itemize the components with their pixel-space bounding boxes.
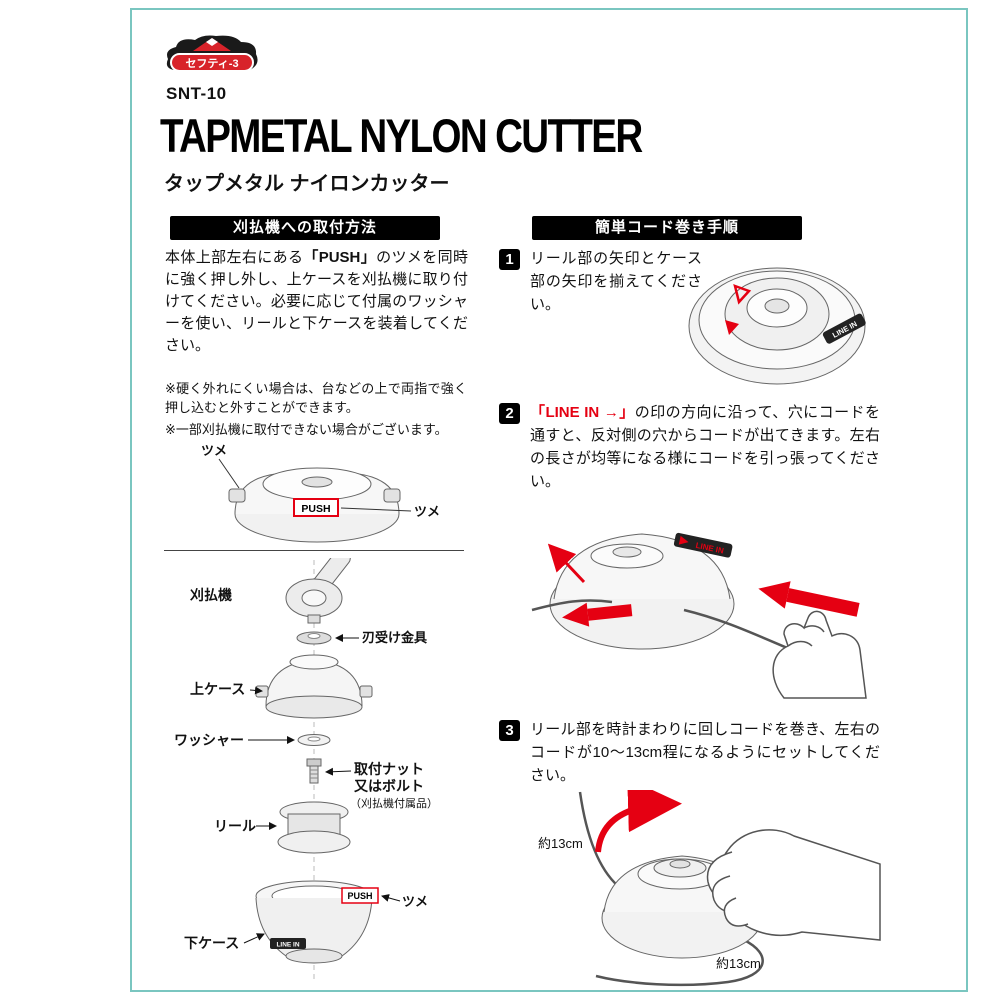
leader-line [340,507,412,512]
clockwise-rotation-arrow-icon [595,790,682,853]
cutter-head-drawing [228,467,401,543]
leader-line [218,458,240,489]
label-push: PUSH [301,503,330,515]
install-body-pre: 本体上部左右にある [165,249,304,266]
install-note-2: ※一部刈払機に取付できない場合がございます。 [165,422,448,437]
head-top-view-drawing [688,267,866,385]
case-arrow-mark-icon [725,320,739,335]
leader-arrow [249,686,263,695]
model-number: SNT-10 [166,84,227,103]
install-note-1: ※硬く外れにくい場合は、台などの上で両指で強く押し込むと外すことができます。 [165,381,467,415]
push-tab-box [341,887,379,904]
label-lower-case: 下ケース [184,935,239,951]
step-1-text: リール部の矢印とケース部の矢印を揃えてください。 [530,250,702,313]
label-reel: リール [214,818,256,834]
step-2-body: の印の方向に沿って、穴にコードを通すと、反対側の穴からコードが出てきます。左右の… [530,404,880,490]
step-3-figure: 約13cm 約13cm [538,790,881,987]
label-13cm-left: 約13cm [538,836,583,851]
step-3-number: 3 [499,720,520,741]
red-arrow-right-icon [758,581,860,617]
step-2-lead-red: 「LINE IN →」 [530,404,635,421]
step-3-text: リール部を時計まわりに回しコードを巻き、左右のコードが10〜13cm程になるよう… [530,721,880,784]
install-body-post: のツメを同時に強く押し外し、上ケースを刈払機に取り付けてください。必要に応じて付… [165,249,468,354]
head-side-view-drawing [549,533,735,650]
label-tsume-left: ツメ [201,443,227,458]
line-in-arrow-icon [678,535,689,545]
line-in-band: LINE IN [673,532,733,558]
label-tsume-lower: ツメ [402,894,428,909]
step-2-figure: LINE IN [531,532,867,699]
red-arrow-left-icon [562,602,633,627]
label-upper-case: 上ケース [190,681,245,697]
cord-left [531,599,613,612]
install-body: 本体上部左右にある「PUSH」のツメを同時に強く押し外し、上ケースを刈払機に取り… [165,247,468,357]
hand-drawing [772,610,867,699]
exploded-view-figure: 刈払機 刃受け金具 上ケース ワッシャー [174,558,438,980]
install-section-header: 刈払機への取付方法 [170,216,440,240]
leader-arrow [381,894,401,902]
washer-drawing [297,734,331,746]
brushcutter-gearhead-drawing [285,558,351,624]
label-nut-line2: 又はボルト [354,778,424,794]
label-washer: ワッシャー [174,732,244,748]
label-blade-holder: 刃受け金具 [362,630,427,645]
page-subtitle: タップメタル ナイロンカッター [164,173,450,195]
red-arrow-pull-icon [547,543,586,584]
figure-divider [164,550,464,551]
label-tsume-right: ツメ [414,504,440,519]
leader-arrow [325,767,352,776]
label-nut-line1: 取付ナット [354,761,424,777]
reel-arrow-mark-icon [733,284,752,305]
logo-ribbon [170,53,254,72]
leader-arrow [243,933,265,944]
label-brushcutter: 刈払機 [190,587,232,603]
cutter-top-view-figure: PUSH ツメ ツメ [201,443,440,543]
page-title: TAPMETAL NYLON CUTTER [160,109,643,162]
cord-bottom [595,938,764,987]
bolt-drawing [306,758,322,784]
push-highlight-box [293,498,339,517]
install-body-push: 「PUSH」 [303,249,377,266]
label-13cm-bottom: 約13cm [716,956,761,971]
cord-left [578,791,619,887]
hand-drawing [706,829,881,941]
step-1-number: 1 [499,249,520,270]
logo-text: セフティ-3 [185,57,238,70]
step-1-figure: LINE IN [688,267,866,385]
logo-snowcap-icon [206,38,218,46]
reel-drawing [277,801,351,854]
line-in-band [270,938,306,949]
blade-holder-drawing [296,631,332,645]
label-push-tab: PUSH [347,891,372,901]
upper-case-drawing [255,654,373,719]
winding-section-header: 簡単コード巻き手順 [532,216,802,240]
label-line-in: LINE IN [276,942,299,949]
page-frame: セフティ-3 SNT-10 TAPMETAL NYLON CUTTER タップメ… [130,8,968,992]
label-nut-line3: （刈払機付属品） [350,796,438,810]
step-2-number: 2 [499,403,520,424]
step-2-text: 「LINE IN →」の印の方向に沿って、穴にコードを通すと、反対側の穴からコー… [530,401,880,493]
brand-logo: セフティ-3 [166,35,258,72]
